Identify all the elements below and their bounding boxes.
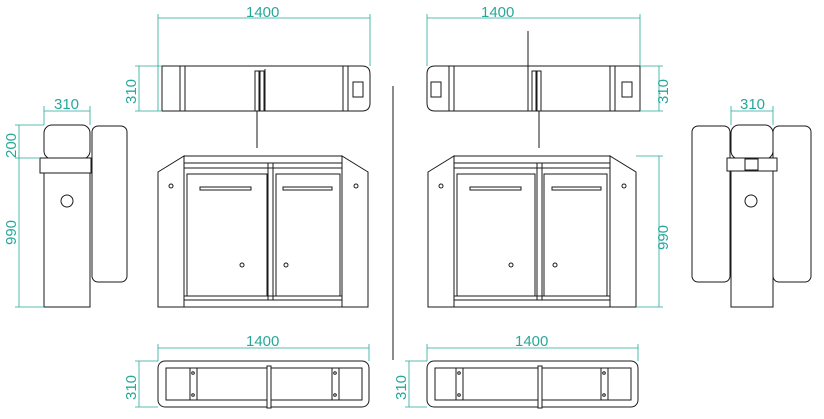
dim-side-left-height: 990 [3,220,20,245]
dim-top-right-depth: 310 [655,79,672,104]
dim-bottom-right-width: 1400 [515,333,548,350]
dim-front-right-height: 990 [655,225,672,250]
bottom-view-right [405,344,639,409]
dim-side-left-width: 310 [54,96,79,113]
dim-side-right-width: 310 [740,96,765,113]
dim-top-left-depth: 310 [123,79,140,104]
dim-bottom-right-depth: 310 [393,375,410,400]
front-view-right [427,155,663,308]
front-view-left [157,155,369,308]
bottom-view-left [135,344,370,409]
side-view-left [15,106,128,308]
top-view-right [426,14,663,148]
dim-top-right-width: 1400 [481,4,514,21]
dim-bottom-left-depth: 310 [123,375,140,400]
dim-top-left-width: 1400 [246,4,279,21]
side-view-right [691,106,812,308]
dim-bottom-left-width: 1400 [246,333,279,350]
dim-side-left-cap: 200 [3,133,20,158]
top-view-left [135,14,371,148]
